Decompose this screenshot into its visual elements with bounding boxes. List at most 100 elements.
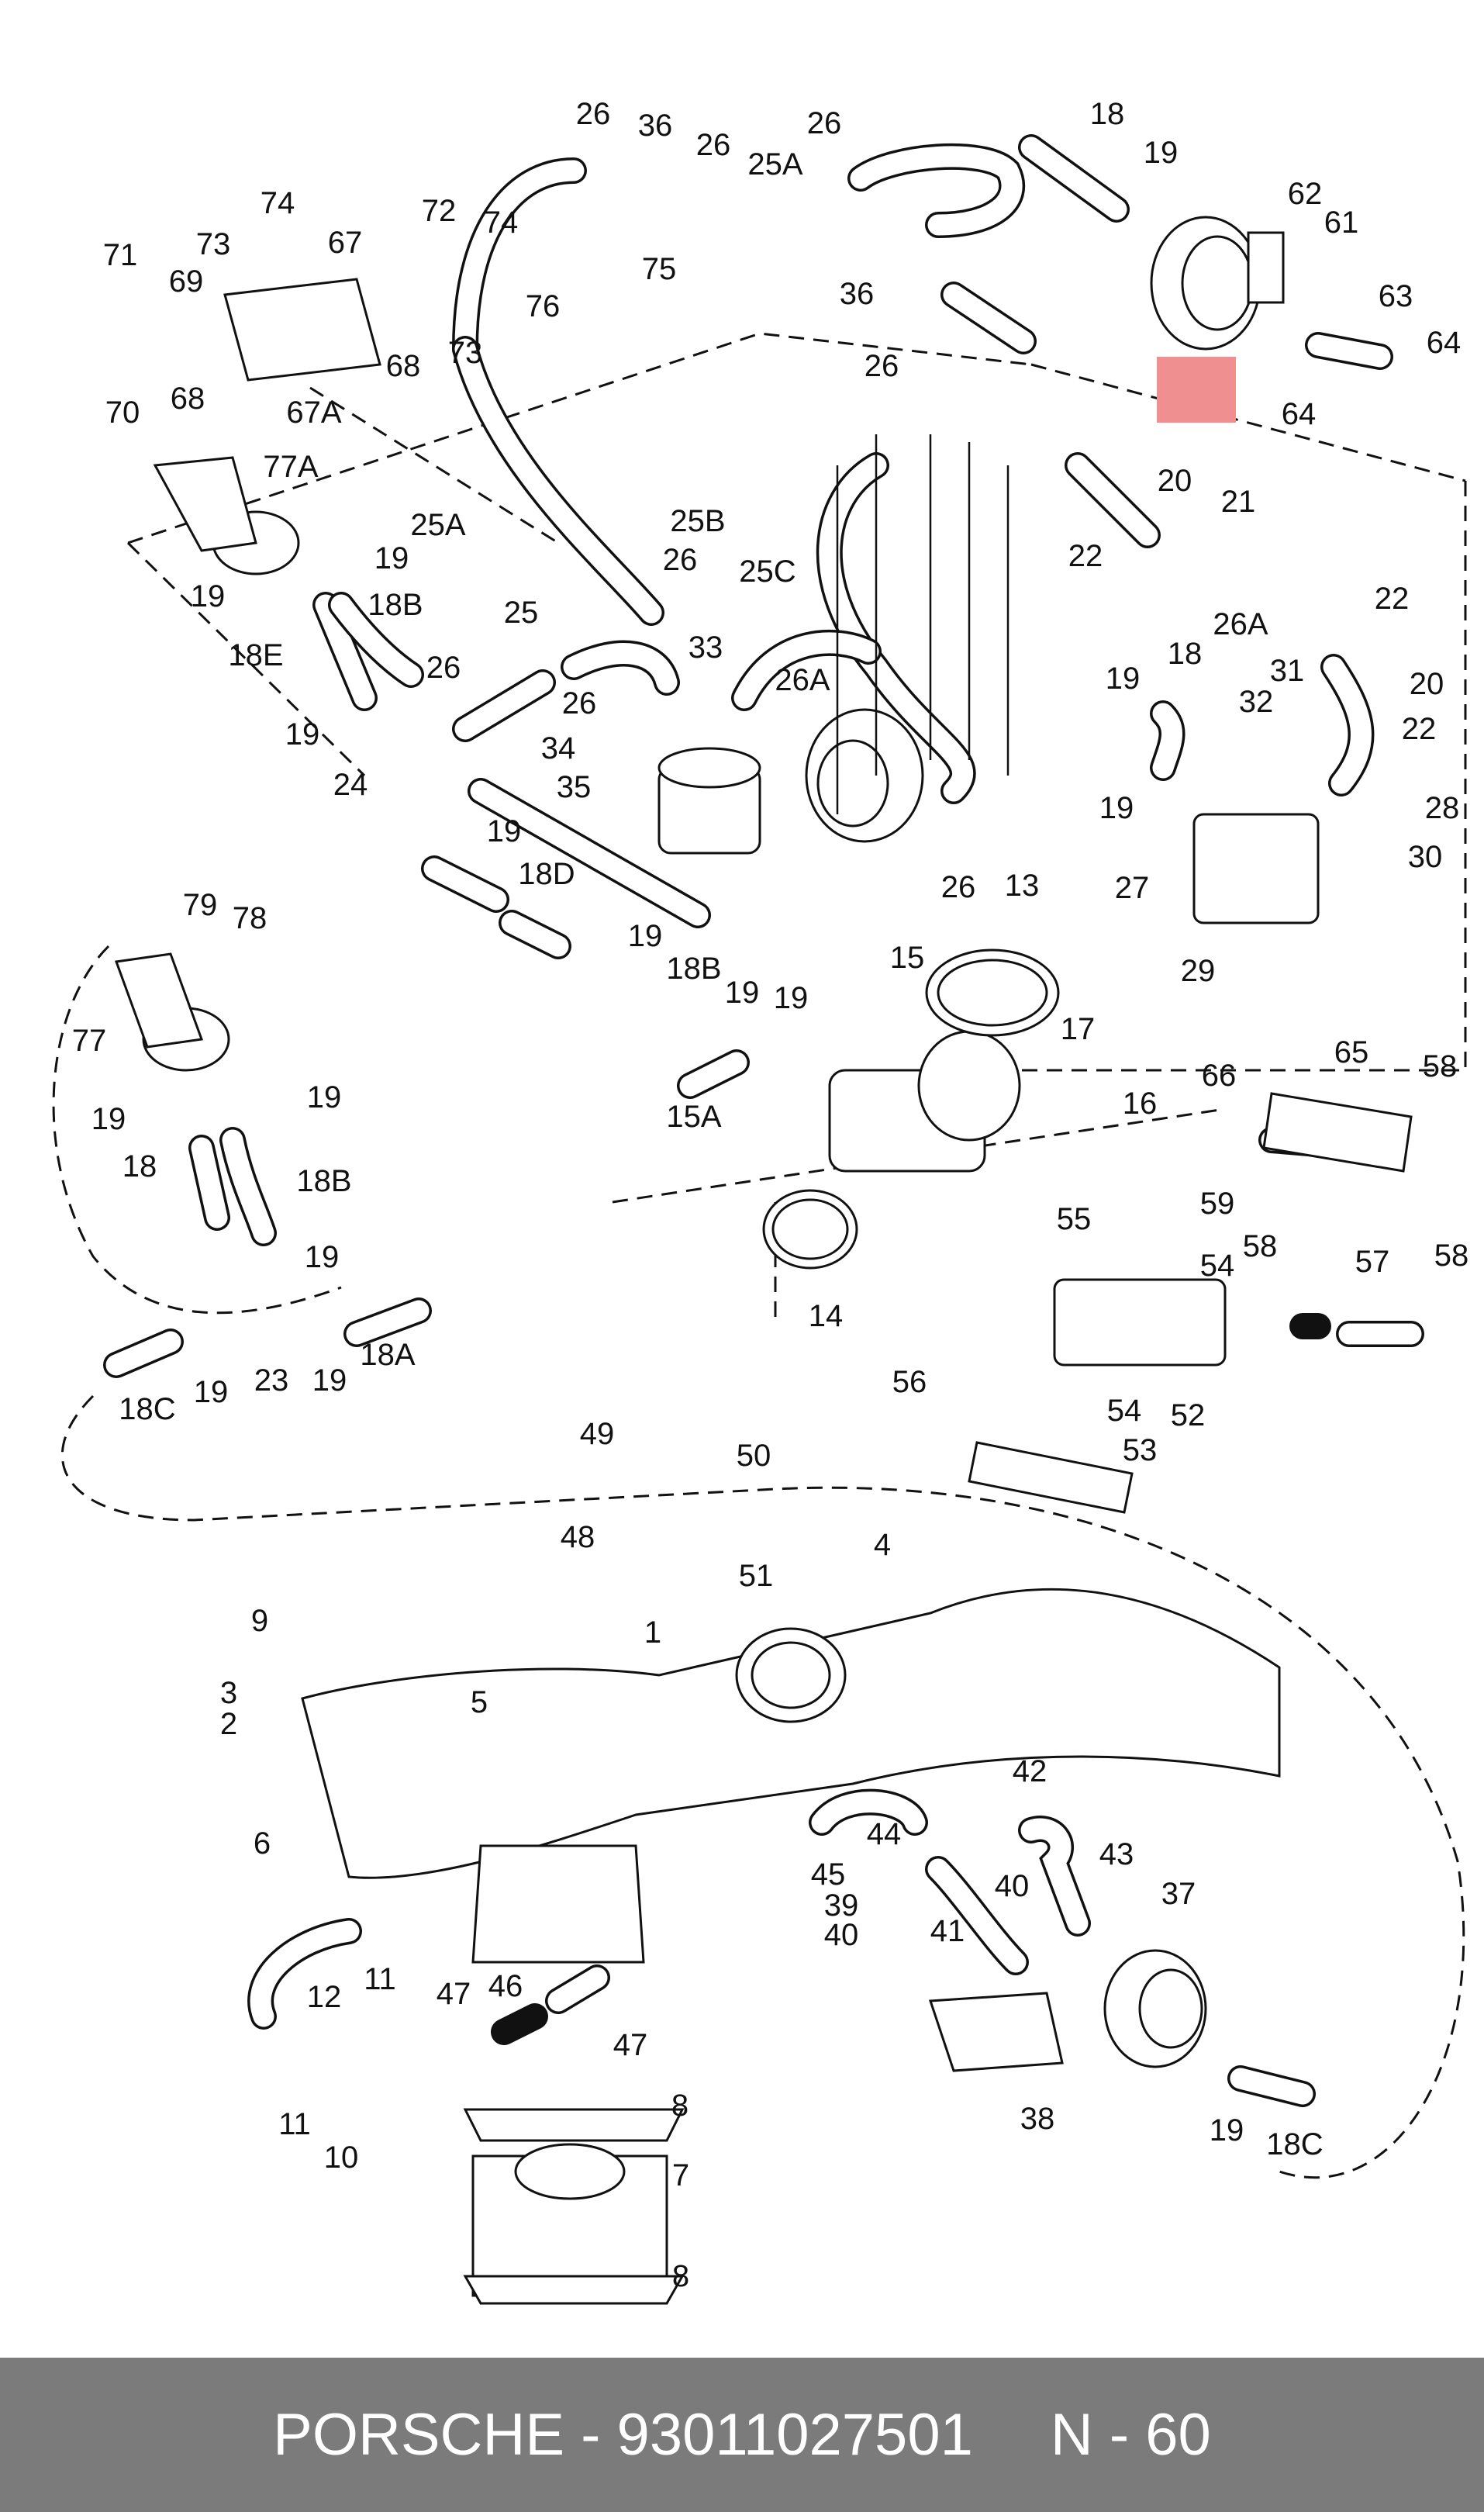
callout-c55: 55 [1057,1202,1092,1236]
callout-c48: 48 [561,1520,595,1554]
callout-c11b: 11 [278,2107,311,2141]
callout-c5: 5 [471,1685,488,1719]
dashed-boundaries [52,332,1467,2179]
callout-c19h: 19 [725,976,760,1010]
callout-c19k: 19 [307,1080,342,1114]
parts-diagram: 26362625A2618196261636464367472747367716… [52,97,1469,2305]
callout-c25: 25 [504,596,539,630]
callout-c65: 65 [1334,1035,1369,1069]
callout-c19n: 19 [194,1375,229,1409]
callout-c12: 12 [307,1980,342,2014]
callout-c13: 13 [1005,869,1040,903]
callout-c26d: 26 [865,349,899,383]
callout-c15a: 15A [666,1100,721,1134]
callout-c40b: 40 [824,1918,859,1952]
callout-c31: 31 [1270,654,1305,688]
callout-c39: 39 [824,1888,859,1923]
callout-c19m: 19 [312,1363,347,1398]
callout-c38: 38 [1020,2102,1055,2136]
footer-caption: PORSCHE - 93011027501 N - 60 [0,2358,1484,2512]
callout-c11a: 11 [364,1962,396,1996]
callout-c40a: 40 [995,1869,1030,1903]
callout-c64b: 64 [1282,397,1317,431]
callout-c8b: 8 [672,2259,689,2293]
callout-c26f: 26 [426,651,461,685]
callout-c4: 4 [874,1528,891,1562]
callout-c74a: 74 [261,186,295,220]
callout-c18c_right: 18C [1266,2127,1323,2161]
callout-c6: 6 [254,1826,271,1861]
callout-c19a: 19 [374,541,409,575]
callout-c62: 62 [1288,177,1323,211]
callout-c34: 34 [541,731,576,765]
callout-c58b: 58 [1243,1229,1278,1263]
callout-c49: 49 [580,1417,615,1451]
callout-c19l: 19 [305,1240,340,1274]
callout-c56: 56 [892,1365,927,1399]
callout-c26a: 26 [576,97,611,131]
callout-c1: 1 [644,1615,661,1650]
callout-c18b_top: 18B [368,588,423,622]
callout-c47b: 47 [613,2028,648,2062]
callout-c26a_mid: 26A [1213,607,1268,641]
callout-c66: 66 [1202,1059,1237,1093]
callout-c26b: 26 [807,106,842,140]
callout-c46: 46 [488,1969,523,2003]
callout-c8a: 8 [671,2089,689,2123]
callout-c19e: 19 [1099,791,1134,825]
callout-c58c: 58 [1434,1239,1469,1273]
callout-c77a: 77A [263,450,318,484]
callout-c77: 77 [72,1024,107,1058]
callout-c10: 10 [324,2141,359,2175]
callout-c68a: 68 [171,382,205,416]
callout-c19_top: 19 [1144,136,1179,170]
callout-c54b: 54 [1107,1394,1142,1428]
callout-c19o: 19 [1210,2113,1244,2147]
callout-c69: 69 [169,264,204,299]
callout-c30: 30 [1408,840,1443,874]
callout-c61: 61 [1324,206,1359,240]
callout-c26e: 26 [663,543,698,577]
callout-c18_top: 18 [1090,97,1125,131]
callout-c28: 28 [1425,791,1460,825]
callout-c71: 71 [103,238,138,272]
callout-c19g: 19 [628,919,663,953]
callout-c42: 42 [1013,1754,1047,1788]
callout-c57: 57 [1355,1245,1390,1279]
callout-c18_mid: 18 [1168,637,1203,671]
callout-c43: 43 [1099,1837,1134,1871]
callout-c67: 67 [328,226,363,260]
callout-c26h: 26 [941,870,976,904]
callout-c59: 59 [1200,1187,1235,1221]
callout-c47a: 47 [437,1977,471,2011]
callout-c37: 37 [1161,1877,1196,1911]
callout-c26a_low: 26A [775,663,830,697]
callout-c20b: 20 [1410,667,1444,701]
callout-c19c: 19 [1106,662,1141,696]
callout-c51: 51 [739,1559,774,1593]
callout-c19b: 19 [191,579,226,613]
components [114,216,1413,2305]
callout-c20a: 20 [1158,464,1192,498]
callout-c19i: 19 [774,981,809,1015]
callout-c53: 53 [1123,1433,1158,1467]
callout-c50: 50 [737,1439,771,1473]
callout-c16: 16 [1123,1087,1158,1121]
callout-c19f: 19 [487,814,522,848]
callout-c25a_top: 25A [747,147,802,181]
hoses [103,134,1424,2107]
callout-c22c: 22 [1402,712,1437,746]
callout-c7: 7 [672,2158,689,2192]
callout-c15: 15 [890,941,925,975]
callout-c18d: 18D [518,857,575,891]
callout-c9: 9 [251,1604,268,1638]
footer-brand-text: PORSCHE - 93011027501 [273,2402,973,2468]
callout-c73b: 73 [448,336,483,370]
highlight-box-60 [1157,357,1236,423]
callout-c70: 70 [105,396,140,430]
callout-c18b_low: 18B [296,1164,351,1198]
callout-c72: 72 [422,194,457,228]
footer-ref-text: N - 60 [1050,2402,1211,2468]
callout-c32: 32 [1239,685,1274,719]
